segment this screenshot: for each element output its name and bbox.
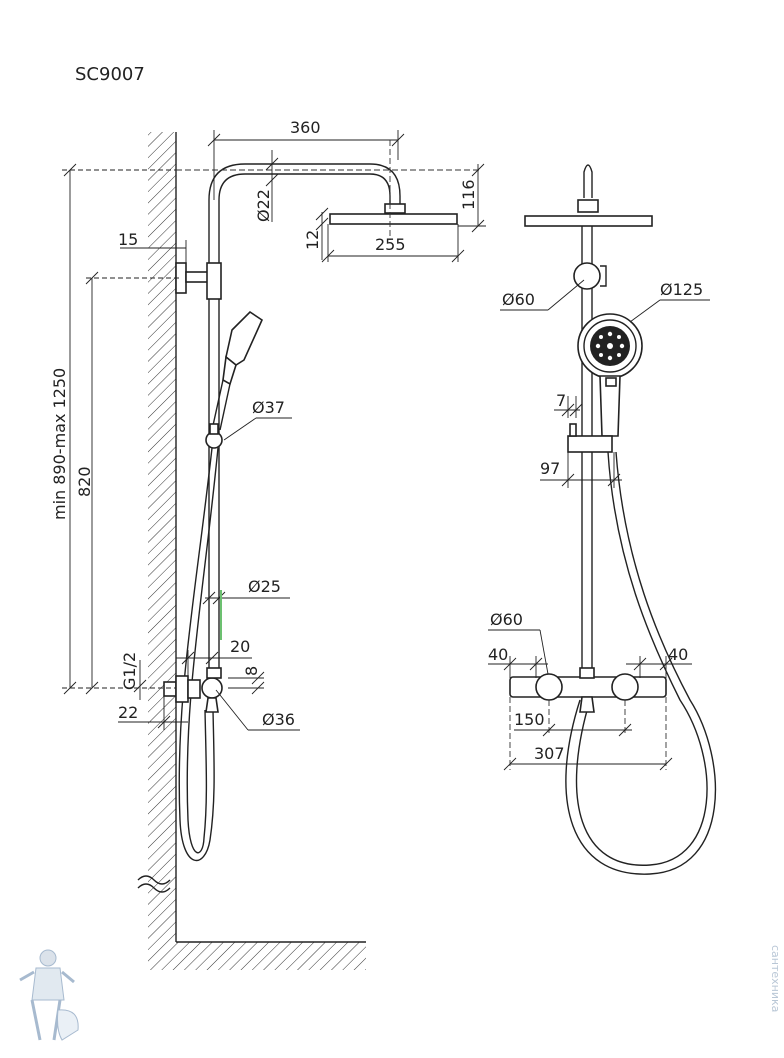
spray-nozzles (595, 331, 625, 361)
dim-head-thickness: 12 (303, 230, 322, 250)
dim-head-width: 255 (375, 235, 406, 254)
dim-arm-diameter: Ø22 (254, 189, 273, 222)
dim-knob-diameter: Ø60 (490, 610, 523, 629)
plumber-watermark-logo (19, 949, 79, 1041)
dim-wall-offset: 22 (118, 703, 138, 722)
dim-inlet-offset: 20 (230, 637, 250, 656)
dim-total-width: 307 (534, 744, 565, 763)
dim-handshower-diameter: Ø125 (660, 280, 703, 299)
dim-drop: 116 (459, 179, 478, 210)
dim-offset-top: 15 (118, 230, 138, 249)
dim-end-right: 40 (668, 645, 688, 664)
watermark-text: сантехника (769, 945, 782, 1012)
dim-holder-gap: 7 (556, 391, 566, 410)
dim-inlet-gap: 8 (242, 666, 261, 676)
dim-arm-length: 360 (290, 118, 321, 137)
floor-hatch (148, 942, 366, 970)
dim-height-fixed: 820 (75, 466, 94, 497)
dim-thread: G1/2 (120, 652, 139, 690)
wall-hatch (148, 132, 176, 942)
dim-height-range: min 890-max 1250 (50, 368, 69, 520)
dim-valve-diameter: Ø36 (262, 710, 295, 729)
front-view: Ø60 Ø125 7 97 Ø60 40 40 (488, 164, 717, 875)
dim-holder-diameter: Ø37 (252, 398, 285, 417)
side-view: min 890-max 1250 820 15 360 Ø22 116 12 (50, 118, 486, 970)
model-title: SC9007 (75, 64, 145, 85)
dim-bracket-diameter: Ø60 (502, 290, 535, 309)
dim-rail-diameter: Ø25 (248, 577, 281, 596)
dim-centers: 150 (514, 710, 545, 729)
dim-rail-spacing: 97 (540, 459, 560, 478)
dim-end-left: 40 (488, 645, 508, 664)
